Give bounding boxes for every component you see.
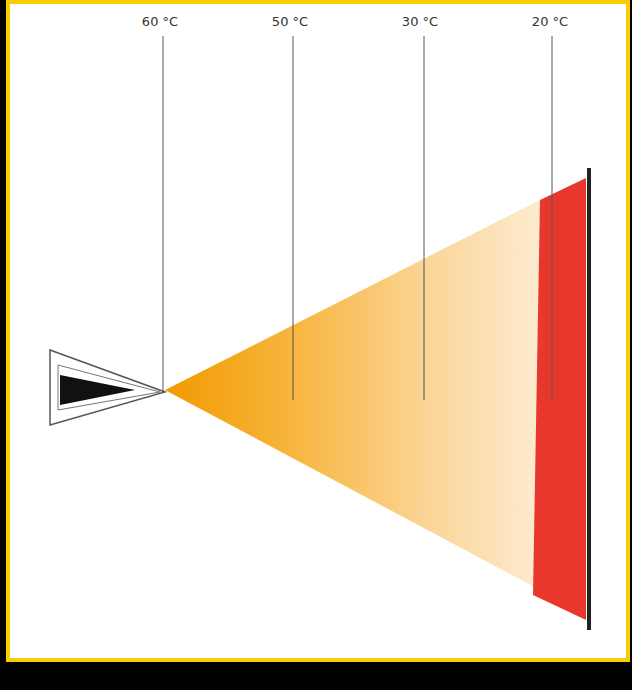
leader-line <box>552 36 553 400</box>
leader-line <box>424 36 425 400</box>
radiation-cone <box>165 200 540 590</box>
leader-line <box>163 36 164 392</box>
temperature-label: 30 °C <box>402 14 438 29</box>
wall-edge <box>587 168 591 630</box>
temperature-label: 60 °C <box>142 14 178 29</box>
wall-surface <box>533 178 586 620</box>
heater-element <box>60 375 135 405</box>
temperature-label: 20 °C <box>532 14 568 29</box>
heater-icon <box>50 350 165 425</box>
leader-line <box>293 36 294 400</box>
temperature-label: 50 °C <box>272 14 308 29</box>
heater-icon-inner <box>58 365 160 410</box>
